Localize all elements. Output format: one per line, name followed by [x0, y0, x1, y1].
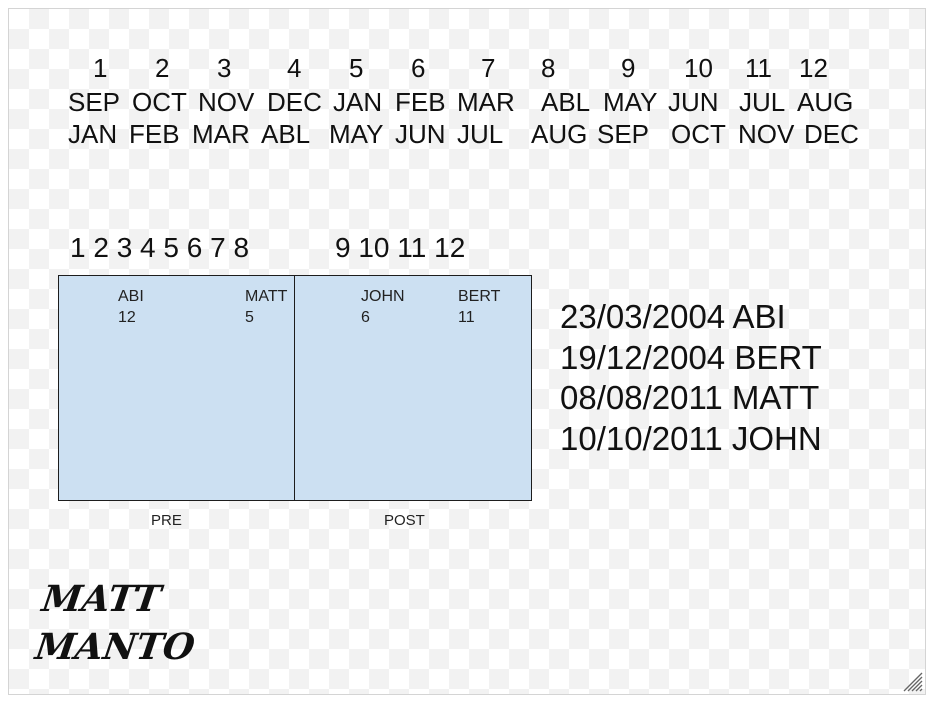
pre-person-2-value: 5: [245, 309, 254, 326]
calendar-month-4: ABL: [261, 119, 311, 149]
pre-person-1-value: 12: [118, 309, 136, 326]
signature-line-1: MATT: [39, 578, 164, 620]
month-number-12: 12: [799, 53, 828, 83]
academic-month-9: MAY: [603, 87, 658, 117]
month-number-10: 10: [684, 53, 713, 83]
signature-line-2: MANTO: [32, 626, 198, 668]
month-number-6: 6: [411, 53, 426, 83]
signature: MATT MANTO: [32, 575, 204, 671]
scale-right: 9 10 11 12: [335, 232, 466, 263]
month-number-9: 9: [621, 53, 636, 83]
calendar-month-11: NOV: [738, 119, 795, 149]
calendar-month-12: DEC: [804, 119, 859, 149]
post-person-2-name: BERT: [458, 288, 501, 305]
post-person-2-value: 11: [458, 309, 475, 326]
month-number-11: 11: [745, 53, 772, 83]
calendar-month-9: SEP: [597, 119, 650, 149]
pre-caption: PRE: [151, 512, 182, 529]
birthday-entry-bert: 19/12/2004 BERT: [560, 338, 822, 376]
month-number-8: 8: [541, 53, 556, 83]
pre-person-2-name: MATT: [245, 288, 288, 305]
calendar-month-8: AUG: [531, 119, 588, 149]
academic-month-12: AUG: [797, 87, 854, 117]
calendar-month-5: MAY: [329, 119, 384, 149]
month-number-3: 3: [217, 53, 232, 83]
drawing-canvas[interactable]: 1 2 3 4 5 6 7 8 9 10 11 12 SEP OCT NOV D…: [8, 8, 926, 695]
academic-month-10: JUN: [668, 87, 719, 117]
month-number-1: 1: [93, 53, 108, 83]
month-number-7: 7: [481, 53, 496, 83]
post-box[interactable]: JOHN 6 BERT 11: [294, 275, 532, 501]
calendar-month-10: OCT: [671, 119, 726, 149]
calendar-month-3: MAR: [192, 119, 250, 149]
month-number-5: 5: [349, 53, 364, 83]
academic-month-7: MAR: [457, 87, 515, 117]
resize-grip-icon[interactable]: [901, 670, 923, 692]
academic-month-4: DEC: [267, 87, 322, 117]
calendar-month-2: FEB: [129, 119, 180, 149]
calendar-month-6: JUN: [395, 119, 446, 149]
month-number-2: 2: [155, 53, 170, 83]
post-person-1-value: 6: [361, 309, 370, 326]
birthday-entry-abi: 23/03/2004 ABI: [560, 298, 786, 335]
academic-month-3: NOV: [198, 87, 255, 117]
academic-month-6: FEB: [395, 87, 446, 117]
academic-month-11: JUL: [739, 87, 786, 117]
calendar-month-7: JUL: [457, 119, 504, 149]
pre-person-1-name: ABI: [118, 288, 144, 305]
month-number-4: 4: [287, 53, 302, 83]
academic-month-1: SEP: [68, 87, 121, 117]
academic-month-8: ABL: [541, 87, 591, 117]
academic-month-2: OCT: [132, 87, 187, 117]
calendar-month-1: JAN: [68, 119, 118, 149]
birthday-entry-john: 10/10/2011 JOHN: [560, 419, 822, 457]
birthday-entry-matt: 08/08/2011 MATT: [560, 379, 820, 416]
birthday-list: 23/03/2004 ABI 19/12/2004 BERT 08/08/201…: [560, 297, 822, 459]
scale-left: 1 2 3 4 5 6 7 8: [70, 232, 250, 263]
pre-box[interactable]: ABI 12 MATT 5: [58, 275, 295, 501]
post-caption: POST: [384, 512, 425, 529]
post-person-1-name: JOHN: [361, 288, 405, 305]
academic-month-5: JAN: [333, 87, 383, 117]
